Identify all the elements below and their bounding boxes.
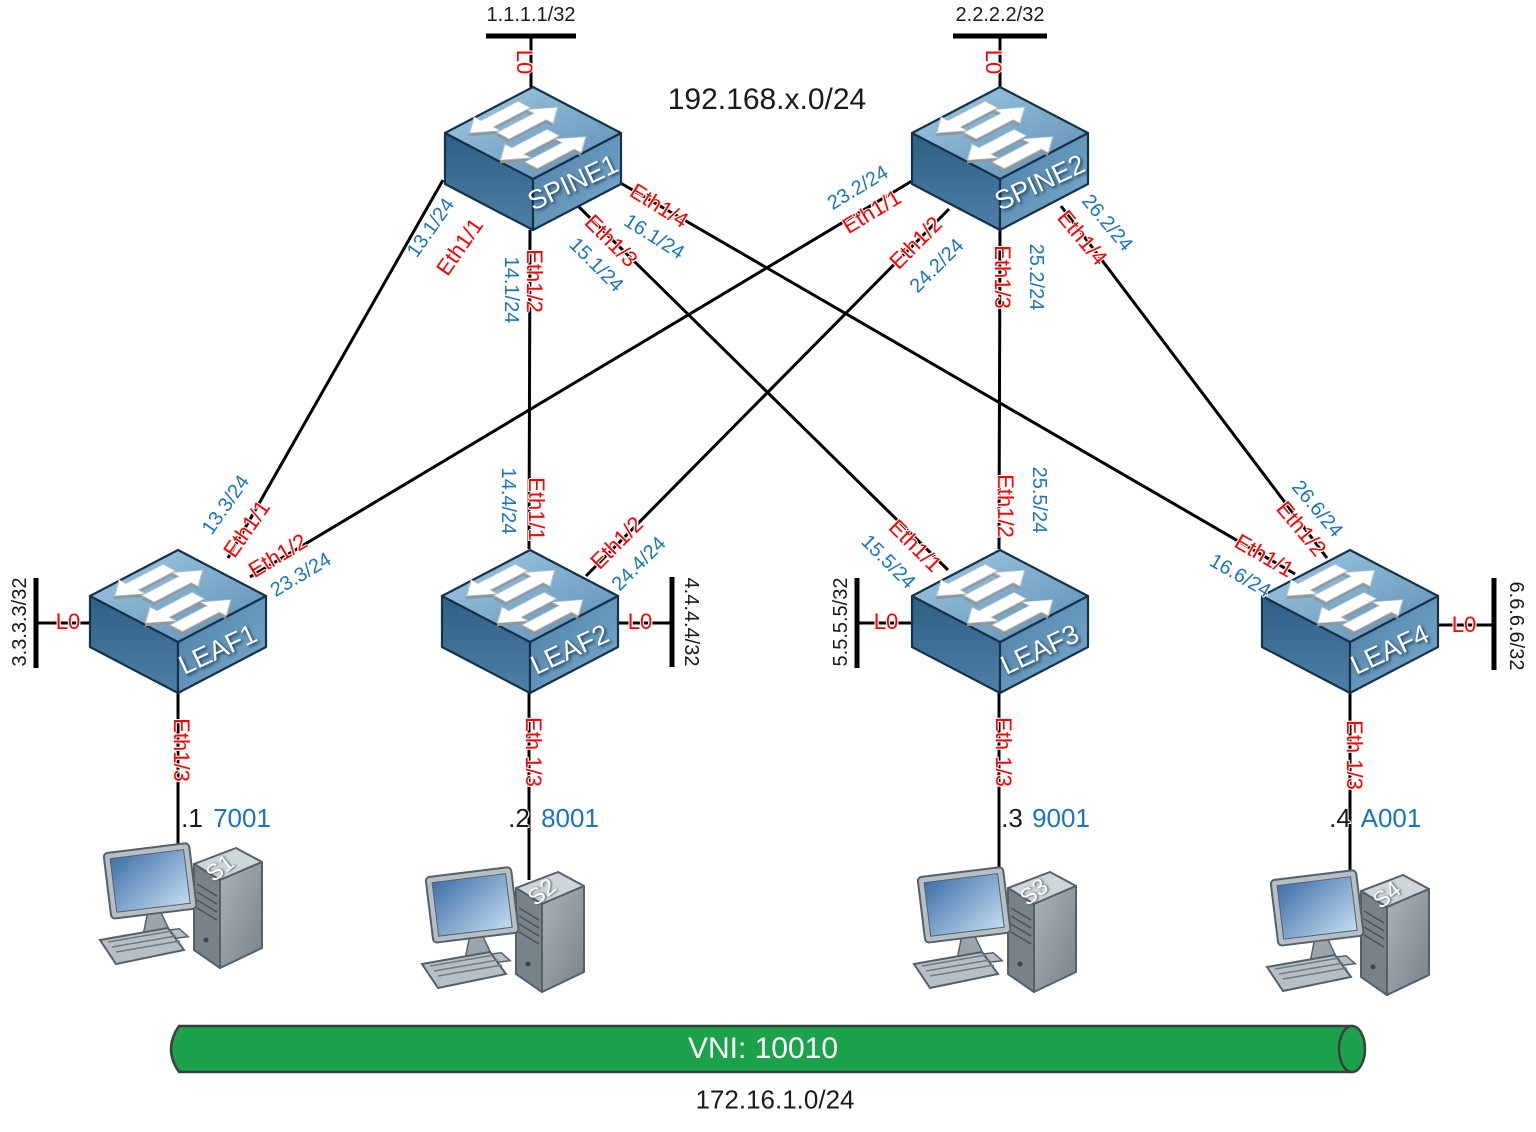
spine2-eth1-3-label: Eth1/3 bbox=[990, 245, 1015, 309]
server4-tag: A001 bbox=[1360, 803, 1422, 833]
server3-ip-suffix: .3 bbox=[1001, 803, 1023, 833]
leaf1-eth1-3-label: Eth1/3 bbox=[169, 718, 194, 782]
spine1-eth1-2-label: Eth1/2 bbox=[522, 249, 547, 313]
spine1-loopback-if: L0 bbox=[512, 49, 537, 75]
leaf3-eth1-3-label: Eth 1/3 bbox=[991, 717, 1016, 787]
leaf2-eth1-1-label: Eth1/1 bbox=[524, 477, 549, 541]
server3-pc-icon bbox=[912, 842, 1087, 1000]
server1-ip-suffix: .1 bbox=[181, 803, 203, 833]
leaf3-loopback-if: L0 bbox=[873, 609, 899, 634]
server2-pc-icon bbox=[420, 842, 595, 1000]
server4-ip-suffix: .4 bbox=[1329, 803, 1351, 833]
server2-ip-suffix: .2 bbox=[508, 803, 530, 833]
server4-pc-icon bbox=[1265, 845, 1440, 1003]
spine1-eth1-2-ip: 14.1/24 bbox=[500, 256, 522, 324]
spine1-loopback-ip: 1.1.1.1/32 bbox=[486, 4, 576, 26]
leaf2-loopback-if: L0 bbox=[627, 609, 653, 634]
leaf1-loopback-if: L0 bbox=[55, 609, 81, 634]
leaf4-eth1-3-label: Eth 1/3 bbox=[1342, 720, 1367, 790]
spine2-loopback-ip: 2.2.2.2/32 bbox=[955, 4, 1045, 26]
leaf2-loopback-ip: 4.4.4.4/32 bbox=[680, 577, 702, 667]
server3-tag: 9001 bbox=[1032, 803, 1090, 833]
leaf3-eth1-2-label: Eth1/2 bbox=[993, 474, 1018, 538]
overlay-subnet-label: 172.16.1.0/24 bbox=[695, 1084, 855, 1115]
server2-tag: 8001 bbox=[541, 803, 599, 833]
server1-tag: 7001 bbox=[213, 803, 271, 833]
leaf1-loopback-ip: 3.3.3.3/32 bbox=[9, 577, 31, 667]
vni-label: VNI: 10010 bbox=[687, 1032, 839, 1065]
vni-tube bbox=[169, 1024, 1367, 1074]
spine2-eth1-3-ip: 25.2/24 bbox=[1025, 243, 1047, 311]
spine2-loopback-if: L0 bbox=[981, 49, 1006, 75]
leaf2-eth1-1-ip: 14.4/24 bbox=[497, 467, 519, 535]
leaf2-eth1-3-label: Eth 1/3 bbox=[521, 717, 546, 787]
leaf4-loopback-ip: 6.6.6.6/32 bbox=[1505, 581, 1527, 671]
leaf4-loopback-if: L0 bbox=[1451, 612, 1477, 637]
server1-pc-icon bbox=[98, 818, 273, 976]
underlay-network-label: 192.168.x.0/24 bbox=[667, 83, 867, 116]
leaf3-eth1-2-ip: 25.5/24 bbox=[1028, 466, 1050, 534]
leaf3-loopback-ip: 5.5.5.5/32 bbox=[830, 577, 852, 667]
